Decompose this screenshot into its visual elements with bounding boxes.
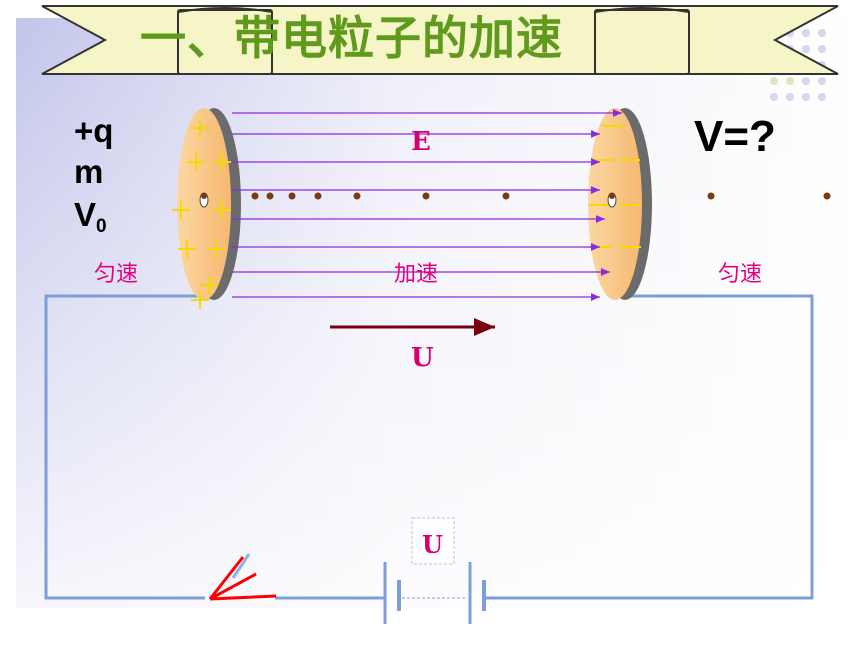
background-fade (16, 18, 860, 608)
uniform-motion-left-label: 匀速 (94, 262, 139, 287)
circuit-wire (44, 294, 814, 600)
page-title: 一、带电粒子的加速 (140, 11, 563, 65)
plus-sign (191, 291, 209, 309)
voltage-label: U (411, 343, 434, 373)
plus-sign (178, 240, 196, 258)
initial-velocity-subscript: 0 (96, 216, 107, 237)
battery-voltage-label: U (422, 530, 443, 559)
plus-sign (200, 276, 218, 294)
plate-holes (199, 192, 617, 208)
field-label: E (411, 127, 431, 157)
initial-velocity-symbol: V (74, 196, 97, 233)
final-velocity-label: V=? (694, 112, 776, 161)
plus-sign (187, 153, 205, 171)
plus-sign (191, 119, 209, 137)
acceleration-label: 加速 (394, 262, 439, 287)
initial-velocity-label: V0 (74, 196, 107, 238)
plus-sign (207, 240, 225, 258)
charge-label: +q (74, 112, 114, 149)
uniform-motion-right-label: 匀速 (718, 262, 763, 287)
title-banner (41, 5, 839, 75)
particle-path (251, 192, 831, 200)
mass-label: m (74, 153, 104, 190)
plus-sign (213, 153, 231, 171)
plus-sign (213, 201, 231, 219)
plus-signs (172, 119, 231, 309)
battery-symbol (383, 517, 486, 624)
electric-field-lines (232, 109, 622, 301)
positive-plate (177, 108, 241, 300)
plus-sign (172, 201, 190, 219)
switch-symbol (208, 553, 277, 601)
